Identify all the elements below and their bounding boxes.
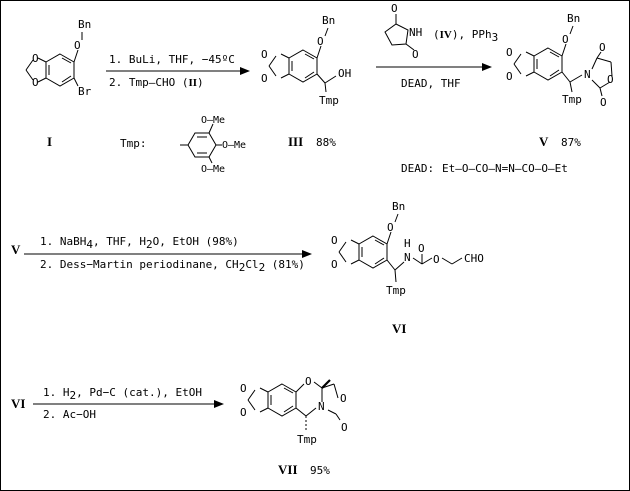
label-III: III <box>288 134 303 149</box>
atom-o: O <box>74 39 81 52</box>
atom-o: O <box>562 33 569 46</box>
atom-o: O <box>506 46 513 59</box>
label-VI-start: VI <box>11 396 25 411</box>
atom-o: O <box>600 96 607 109</box>
ome-mid: O—Me <box>222 140 246 151</box>
atom-o: O <box>32 52 39 65</box>
step3-line1: 1. NaBH4, THF, H2O, EtOH (98%) <box>40 235 239 251</box>
atom-bn: Bn <box>78 18 91 31</box>
oxazolidinedione-IV: O O NH <box>384 2 422 61</box>
atom-tmp: Tmp <box>386 284 406 297</box>
atom-o: O <box>331 234 338 247</box>
compound-V: O O O Bn N O O O Tmp <box>506 12 614 109</box>
arrow-step3 <box>24 250 312 258</box>
compound-I: O O O Bn Br <box>25 18 92 98</box>
atom-o: O <box>240 406 247 419</box>
atom-o: O <box>387 221 394 234</box>
ome-top: O—Me <box>201 115 225 126</box>
yield-V: 87% <box>561 136 581 149</box>
atom-o: O <box>418 242 425 255</box>
atom-tmp: Tmp <box>297 433 317 446</box>
atom-o: O <box>305 375 312 388</box>
label-VI: VI <box>392 321 406 336</box>
compound-VII: O O O N O O Tmp <box>240 375 348 446</box>
atom-o: O <box>261 48 268 61</box>
atom-n: N <box>404 251 411 264</box>
atom-cho: CHO <box>464 252 484 265</box>
atom-o: O <box>240 382 247 395</box>
arrow-step4 <box>33 400 224 408</box>
atom-o: O <box>317 35 324 48</box>
compound-VI: O O O Bn N H O O CHO Tmp <box>331 200 484 297</box>
atom-h: H <box>404 237 411 250</box>
atom-n: N <box>584 68 591 81</box>
atom-nh: NH <box>409 26 422 39</box>
atom-tmp: Tmp <box>562 93 582 106</box>
atom-o: O <box>261 72 268 85</box>
atom-o: O <box>607 73 614 86</box>
atom-o: O <box>391 2 398 15</box>
dead-formula: Et—O—CO—N=N—CO—O—Et <box>442 162 568 175</box>
tmp-legend: Tmp: O—Me O—Me O—Me <box>120 115 246 175</box>
yield-VII: 95% <box>310 464 330 477</box>
atom-o: O <box>331 258 338 271</box>
step1-line1: 1. BuLi, THF, −45ºC <box>109 53 235 66</box>
dead-label: DEAD: <box>401 162 434 175</box>
label-I: I <box>47 134 52 149</box>
atom-bn: Bn <box>322 14 335 27</box>
step1-line2: 2. Tmp—CHO (II) <box>109 76 204 89</box>
atom-o: O <box>433 253 440 266</box>
label-V-start: V <box>11 242 21 257</box>
step4-line1: 1. H2, Pd−C (cat.), EtOH <box>43 386 202 402</box>
atom-o: O <box>341 421 348 434</box>
label-VII: VII <box>278 462 298 477</box>
atom-tmp: Tmp <box>319 94 339 107</box>
arrow-step2 <box>376 63 492 71</box>
step3-line2: 2. Dess−Martin periodinane, CH2Cl2 (81%) <box>40 258 305 274</box>
atom-bn: Bn <box>392 200 405 213</box>
atom-bn: Bn <box>567 12 580 25</box>
arrow-step1 <box>106 67 250 75</box>
atom-o: O <box>506 70 513 83</box>
atom-o: O <box>340 392 347 405</box>
atom-br: Br <box>78 85 92 98</box>
atom-n: N <box>318 400 325 413</box>
label-V: V <box>539 134 549 149</box>
yield-III: 88% <box>316 136 336 149</box>
step2-conditions: DEAD, THF <box>401 77 461 90</box>
tmp-legend-prefix: Tmp: <box>120 137 147 150</box>
compound-III: O O O Bn OH Tmp <box>261 14 351 107</box>
atom-o: O <box>599 41 606 54</box>
ome-bottom: O—Me <box>201 164 225 175</box>
step2-reagent: (IV), PPh3 <box>433 28 498 44</box>
step4-line2: 2. Ac−OH <box>43 408 96 421</box>
atom-o: O <box>32 76 39 89</box>
atom-o: O <box>412 48 419 61</box>
atom-oh: OH <box>338 67 351 80</box>
